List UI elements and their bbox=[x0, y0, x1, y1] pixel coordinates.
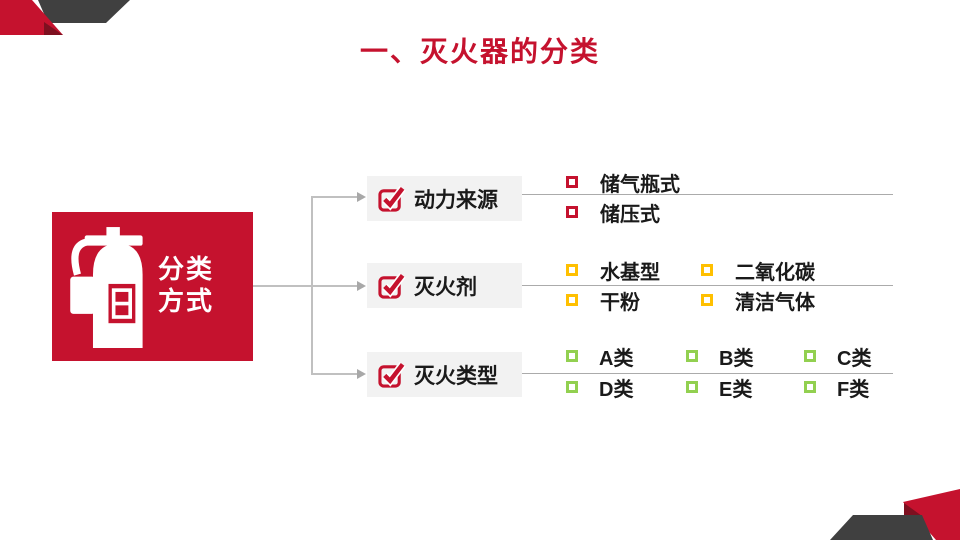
divider-group-3 bbox=[522, 373, 893, 374]
list-item: 储气瓶式 bbox=[566, 169, 680, 196]
checkbox-checked-icon bbox=[378, 273, 406, 299]
square-bullet-icon bbox=[566, 206, 578, 218]
connector-branch-2 bbox=[311, 285, 358, 287]
square-bullet-icon bbox=[701, 264, 713, 276]
root-category-box: 分类 方式 bbox=[52, 212, 253, 361]
connector-branch-3 bbox=[311, 373, 358, 375]
group-box-fire-class: 灭火类型 bbox=[367, 352, 522, 397]
square-bullet-icon bbox=[804, 381, 816, 393]
item-label: 储气瓶式 bbox=[600, 173, 680, 196]
list-item: 清洁气体 bbox=[701, 287, 815, 314]
item-label: C类 bbox=[837, 347, 872, 370]
list-item: 水基型 bbox=[566, 257, 660, 284]
item-label: 清洁气体 bbox=[735, 291, 815, 314]
square-bullet-icon bbox=[566, 176, 578, 188]
list-item: C类 bbox=[804, 343, 872, 370]
group-label: 动力来源 bbox=[414, 188, 498, 212]
fire-extinguisher-icon bbox=[70, 227, 143, 348]
group-box-extinguishing-agent: 灭火剂 bbox=[367, 263, 522, 308]
arrowhead-branch-2 bbox=[357, 281, 366, 291]
item-label: 储压式 bbox=[600, 203, 660, 226]
square-bullet-icon bbox=[804, 350, 816, 362]
item-label: A类 bbox=[599, 347, 634, 370]
arrowhead-branch-3 bbox=[357, 369, 366, 379]
list-item: B类 bbox=[686, 343, 754, 370]
page-title: 一、灭火器的分类 bbox=[359, 36, 600, 67]
list-item: E类 bbox=[686, 374, 753, 401]
list-item: F类 bbox=[804, 374, 870, 401]
root-category-label: 分类 方式 bbox=[158, 253, 214, 317]
group-label: 灭火剂 bbox=[414, 275, 477, 299]
square-bullet-icon bbox=[686, 381, 698, 393]
item-label: 干粉 bbox=[600, 291, 640, 314]
item-label: 二氧化碳 bbox=[735, 261, 815, 284]
top-left-ribbon-decoration bbox=[0, 0, 130, 35]
square-bullet-icon bbox=[566, 264, 578, 276]
square-bullet-icon bbox=[701, 294, 713, 306]
connector-root-horizontal bbox=[253, 285, 312, 287]
item-label: F类 bbox=[837, 378, 870, 401]
group-label: 灭火类型 bbox=[414, 364, 498, 388]
item-label: 水基型 bbox=[600, 261, 660, 284]
arrowhead-branch-1 bbox=[357, 192, 366, 202]
item-label: E类 bbox=[719, 378, 753, 401]
list-item: 干粉 bbox=[566, 287, 640, 314]
root-label-line2: 方式 bbox=[158, 286, 215, 316]
checkbox-checked-icon bbox=[378, 362, 406, 388]
checkbox-checked-icon bbox=[378, 186, 406, 212]
square-bullet-icon bbox=[566, 294, 578, 306]
square-bullet-icon bbox=[686, 350, 698, 362]
list-item: A类 bbox=[566, 343, 634, 370]
square-bullet-icon bbox=[566, 350, 578, 362]
divider-group-1 bbox=[522, 194, 893, 195]
list-item: 储压式 bbox=[566, 199, 660, 226]
list-item: D类 bbox=[566, 374, 634, 401]
divider-group-2 bbox=[522, 285, 893, 286]
item-label: B类 bbox=[719, 347, 754, 370]
square-bullet-icon bbox=[566, 381, 578, 393]
root-label-line1: 分类 bbox=[158, 254, 215, 284]
connector-branch-1 bbox=[311, 196, 358, 198]
list-item: 二氧化碳 bbox=[701, 257, 815, 284]
item-label: D类 bbox=[599, 378, 634, 401]
group-box-power-source: 动力来源 bbox=[367, 176, 522, 221]
bottom-right-ribbon-decoration bbox=[830, 489, 960, 540]
